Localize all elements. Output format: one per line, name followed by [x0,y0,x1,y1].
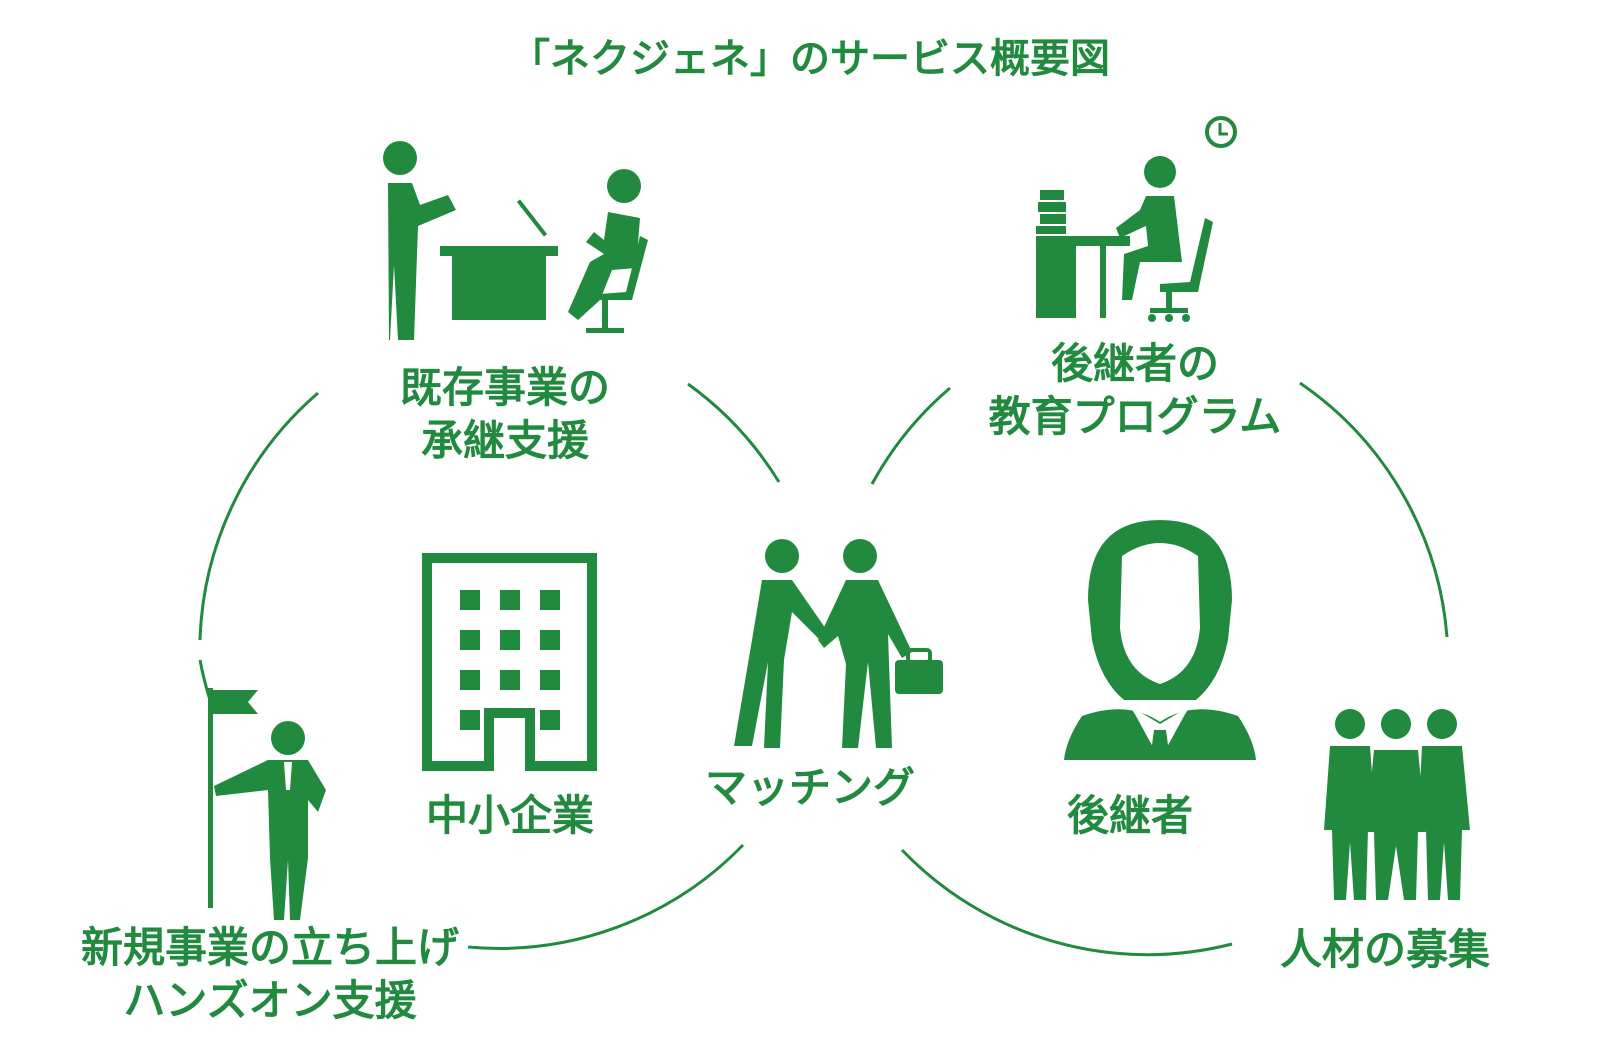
education-program-label: 後継者の 教育プログラム [935,338,1335,443]
meeting-desk-icon [383,141,648,340]
existing-business-line1: 既存事業の [399,363,610,412]
right-circle-arc-top-left [870,386,951,485]
recruitment-label: 人材の募集 [1279,925,1490,974]
new-business-line2: ハンズオン支援 [123,975,417,1025]
left-circle-arc-bottom [467,843,745,950]
education-line1: 後継者の [1050,339,1219,388]
education-line2: 教育プログラム [988,391,1282,441]
new-business-label: 新規事業の立ち上げ ハンズオン支援 [30,922,510,1027]
three-people-icon [1324,709,1470,900]
diagram-title: 「ネクジェネ」のサービス概要図 [510,36,1110,82]
new-business-line1: 新規事業の立ち上げ [80,923,459,972]
matching-label: マッチング [704,763,915,812]
businessman-bust-icon [1064,520,1256,760]
office-building-icon [422,553,597,771]
left-circle-arc-top-right [687,382,781,483]
existing-business-line2: 承継支援 [420,415,589,465]
flag-person-icon [208,688,326,920]
right-circle-arc-top-right [1299,381,1449,638]
right-circle-arc-bottom [900,848,1233,957]
left-circle-arc-top-left [198,391,319,641]
existing-business-label: 既存事業の 承継支援 [345,362,665,467]
handshake-icon [734,539,943,748]
desk-worker-clock-icon [1036,116,1237,322]
successor-label: 後継者 [1066,791,1193,840]
sme-label: 中小企業 [425,791,594,840]
